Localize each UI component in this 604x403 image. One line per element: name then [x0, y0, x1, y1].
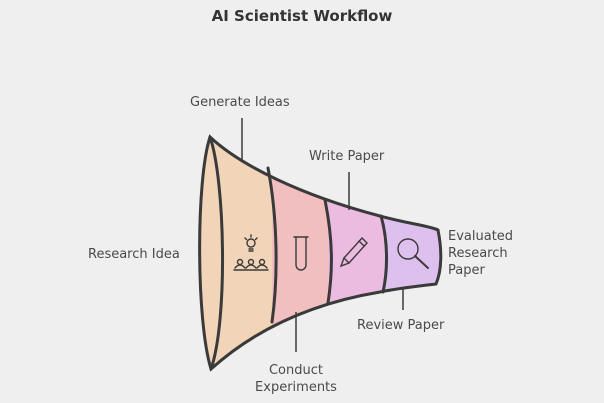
- output-label-line-2: Research: [448, 246, 508, 261]
- funnel-outline: [198, 134, 443, 372]
- stage-label-line-2: Experiments: [255, 380, 337, 395]
- lightbulb-team-icon: [233, 234, 269, 271]
- stage-label-generate-ideas: Generate Ideas: [190, 95, 290, 110]
- divider-3: [379, 214, 389, 294]
- funnel-mouth-edge: [208, 135, 224, 371]
- stage-label-review-paper: Review Paper: [357, 318, 445, 333]
- stage-fill-generate-ideas: [199, 137, 272, 369]
- stage-label-conduct-experiments: Conduct Experiments: [254, 362, 338, 396]
- output-label: Evaluated Research Paper: [448, 228, 513, 279]
- stage-label-write-paper: Write Paper: [309, 149, 385, 164]
- magnifier-icon: [397, 238, 429, 269]
- input-label: Research Idea: [88, 247, 180, 262]
- stage-label-line-1: Conduct: [268, 363, 323, 378]
- beaker-icon: [293, 236, 309, 271]
- divider-1: [266, 166, 278, 324]
- output-label-line-1: Evaluated: [448, 229, 514, 244]
- divider-2: [323, 198, 333, 305]
- stage-fill-review-paper: [384, 137, 441, 369]
- diagram-title: AI Scientist Workflow: [211, 7, 393, 25]
- output-label-line-3: Paper: [448, 263, 485, 278]
- pen-icon: [339, 236, 368, 268]
